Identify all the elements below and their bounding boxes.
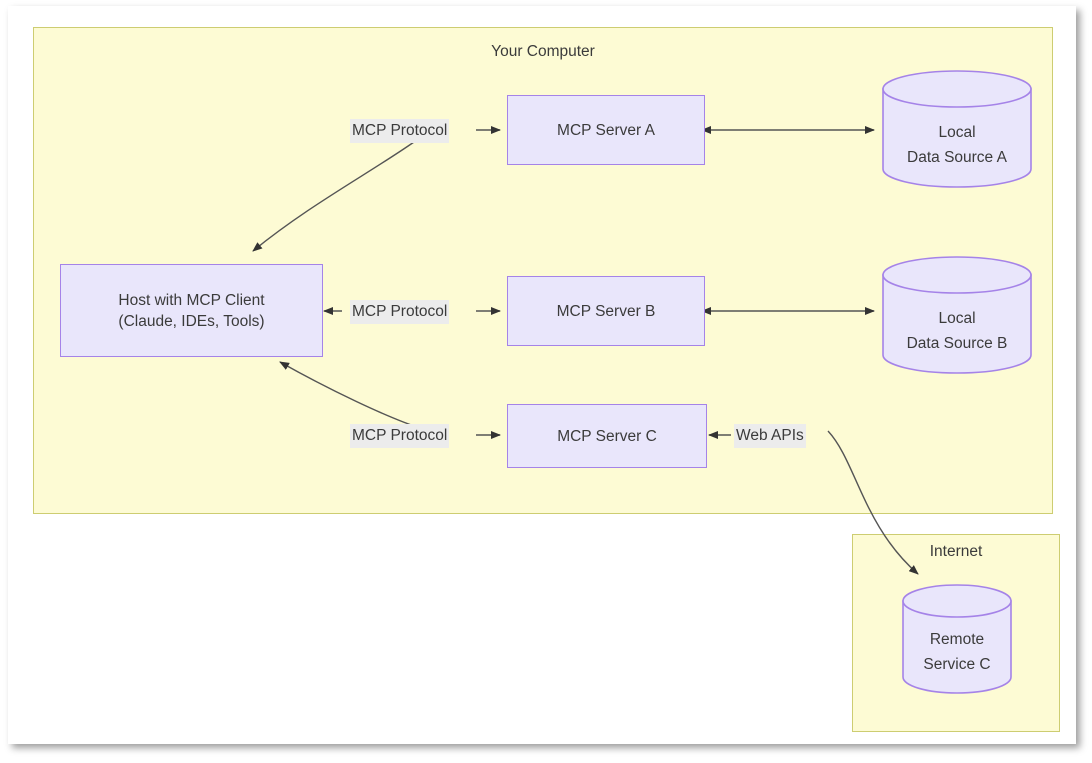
node-local-data-source-a[interactable]: Local Data Source A — [882, 70, 1032, 188]
group-internet-title: Internet — [929, 543, 983, 560]
node-host-line-1: Host with MCP Client — [118, 291, 265, 309]
node-local-data-source-b-line-2: Data Source B — [906, 335, 1008, 352]
node-local-data-source-a-line-2: Data Source A — [907, 149, 1007, 166]
node-remote-service-c-line-2: Service C — [923, 656, 991, 673]
node-local-data-source-b-line-1: Local — [938, 310, 976, 327]
edge-label-mcp-protocol-c: MCP Protocol — [350, 424, 450, 448]
node-remote-service-c-line-1: Remote — [929, 631, 985, 648]
node-host-line-2: (Claude, IDEs, Tools) — [118, 312, 265, 330]
cylinder-shape-remote — [902, 584, 1012, 694]
edge-label-mcp-protocol-a: MCP Protocol — [350, 119, 450, 143]
diagram-canvas: Your Computer Internet — [8, 6, 1076, 744]
node-mcp-server-a[interactable]: MCP Server A — [507, 95, 705, 165]
edge-label-web-apis: Web APIs — [734, 424, 806, 448]
node-remote-service-c[interactable]: Remote Service C — [902, 584, 1012, 694]
cylinder-shape-a — [882, 70, 1032, 188]
node-mcp-server-a-label: MCP Server A — [557, 121, 655, 139]
node-local-data-source-b[interactable]: Local Data Source B — [882, 256, 1032, 374]
node-host-with-mcp-client[interactable]: Host with MCP Client (Claude, IDEs, Tool… — [60, 264, 323, 357]
mcp-architecture-diagram: Your Computer Internet — [8, 6, 1076, 744]
edge-label-mcp-protocol-b: MCP Protocol — [350, 300, 450, 324]
group-your-computer-title: Your Computer — [491, 43, 595, 60]
node-mcp-server-b[interactable]: MCP Server B — [507, 276, 705, 346]
node-mcp-server-c-label: MCP Server C — [557, 427, 657, 445]
cylinder-shape-b — [882, 256, 1032, 374]
node-mcp-server-b-label: MCP Server B — [556, 302, 656, 320]
node-local-data-source-a-line-1: Local — [938, 124, 976, 141]
node-mcp-server-c[interactable]: MCP Server C — [507, 404, 707, 468]
